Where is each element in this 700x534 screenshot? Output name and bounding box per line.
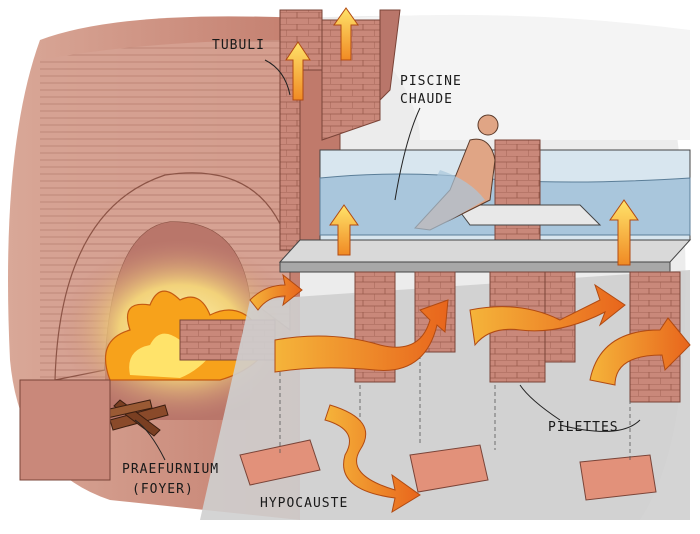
label-hypocauste: HYPOCAUSTE	[260, 496, 349, 511]
label-leader-lines	[134, 59, 641, 461]
hot-air-flow-arrows	[249, 273, 691, 514]
label-tubuli: TUBULI	[212, 38, 265, 53]
rising-heat-arrows	[285, 7, 639, 266]
bather-figure	[410, 114, 499, 232]
pillar-bases	[239, 439, 657, 501]
label-piscine-chaude-line1: PISCINE	[400, 74, 462, 89]
suspended-floor	[278, 239, 692, 273]
tubuli-columns	[279, 9, 401, 251]
left-wall-block	[19, 379, 111, 481]
label-praefurnium-line2: (FOYER)	[132, 482, 194, 497]
label-pilettes: PILETTES	[548, 420, 619, 435]
label-piscine-chaude-line2: CHAUDE	[400, 92, 453, 107]
hot-pool	[319, 139, 691, 241]
label-praefurnium-line1: PRAEFURNIUM	[122, 462, 220, 477]
